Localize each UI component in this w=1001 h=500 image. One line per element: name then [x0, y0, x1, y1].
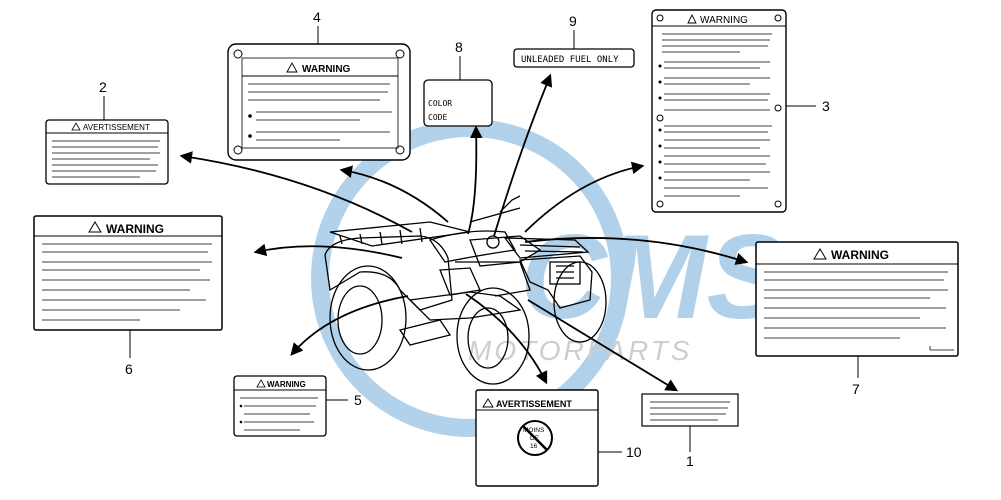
arrow-to-label-2	[179, 151, 413, 233]
callout-5: 5	[354, 392, 362, 408]
callout-1: 1	[686, 453, 694, 469]
arrows	[179, 73, 749, 392]
atv-wheel-front	[456, 287, 530, 385]
callout-6: 6	[125, 361, 133, 377]
label-9[interactable]: UNLEADED FUEL ONLY	[513, 48, 635, 68]
warning-triangle-icon	[482, 398, 494, 408]
label-6[interactable]: WARNING	[33, 215, 223, 331]
warning-triangle-icon	[286, 62, 298, 73]
callout-7: 7	[852, 381, 860, 397]
label-4[interactable]: WARNING	[227, 43, 411, 161]
label-3-title: WARNING	[700, 15, 748, 26]
label-7[interactable]: WARNING	[755, 241, 959, 357]
label-2-title: AVERTISSEMENT	[83, 123, 150, 132]
arrow-to-label-9	[493, 73, 553, 237]
no-under-16-icon: MOINS DE 16	[517, 420, 553, 456]
atv-wheel-rear-left	[329, 265, 407, 371]
label-2[interactable]: AVERTISSEMENT	[45, 119, 169, 185]
callout-9: 9	[569, 13, 577, 29]
callout-4: 4	[313, 9, 321, 25]
arrow-to-label-10	[465, 293, 548, 385]
callout-8: 8	[455, 39, 463, 55]
arrow-to-label-1	[527, 299, 679, 392]
label-5-title: WARNING	[267, 380, 306, 389]
atv-illustration	[324, 195, 607, 385]
arrow-to-label-6	[253, 243, 403, 259]
warning-triangle-icon	[687, 13, 697, 24]
arrow-to-label-4	[339, 165, 449, 223]
warning-triangle-icon	[71, 122, 81, 131]
label-8-line2: CODE	[428, 113, 447, 122]
svg-text:16: 16	[530, 443, 538, 450]
callout-10: 10	[626, 444, 642, 460]
svg-text:MOINS: MOINS	[523, 427, 545, 434]
arrow-to-label-5	[290, 295, 409, 356]
arrow-to-label-8	[467, 125, 483, 235]
svg-text:DE: DE	[530, 435, 540, 442]
label-4-title: WARNING	[302, 64, 351, 75]
label-5[interactable]: WARNING	[233, 375, 327, 437]
warning-triangle-icon	[88, 221, 102, 233]
warning-triangle-icon	[813, 248, 827, 260]
callout-3: 3	[822, 98, 830, 114]
arrow-to-label-7	[524, 237, 749, 265]
warning-triangle-icon	[256, 379, 266, 388]
label-9-text: UNLEADED FUEL ONLY	[521, 55, 619, 65]
label-8-line1: COLOR	[428, 99, 452, 108]
label-3[interactable]: WARNING	[651, 9, 787, 213]
label-1[interactable]	[641, 393, 739, 427]
arrow-to-label-3	[524, 161, 645, 233]
label-6-title: WARNING	[106, 222, 164, 236]
label-10[interactable]: AVERTISSEMENT MOINS DE 16	[475, 389, 599, 487]
label-10-title: AVERTISSEMENT	[496, 399, 572, 409]
label-8[interactable]: COLOR CODE	[423, 79, 493, 127]
label-7-title: WARNING	[831, 248, 889, 262]
watermark-sub: MOTORPARTS	[468, 335, 692, 366]
callout-2: 2	[99, 79, 107, 95]
